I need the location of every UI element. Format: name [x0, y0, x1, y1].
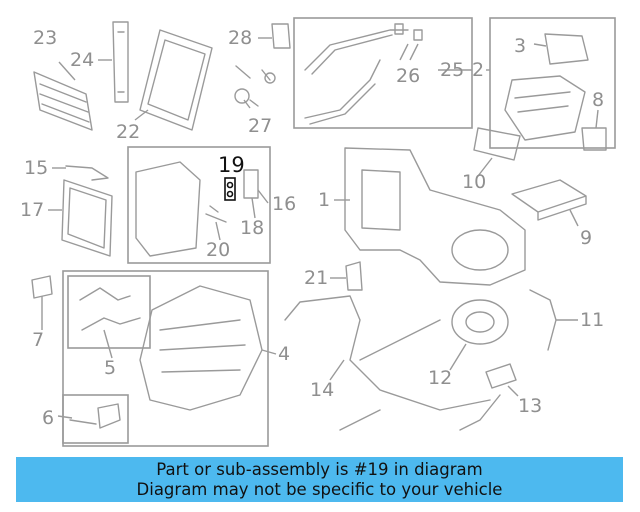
callout-labels: 23 24 22 28 27 26 25 2 3 8 10 9 1 15 17 … [20, 27, 604, 429]
callout-20: 20 [206, 239, 230, 261]
group-box-2 [489, 17, 616, 149]
part-27-hardware [234, 65, 276, 107]
callout-16: 16 [272, 193, 296, 215]
callout-4: 4 [278, 343, 290, 365]
callout-12: 12 [428, 367, 452, 389]
group-box-6 [62, 394, 129, 444]
callout-17: 17 [20, 199, 44, 221]
callout-24: 24 [70, 49, 94, 71]
part-15-sensor [65, 165, 109, 181]
callout-18: 18 [240, 217, 264, 239]
leader-lines [41, 37, 599, 419]
callout-23: 23 [33, 27, 57, 49]
callout-22: 22 [116, 121, 140, 143]
part-28-clip [271, 23, 291, 49]
info-banner: Part or sub-assembly is #19 in diagram D… [16, 457, 623, 502]
part-12-blower-motor [451, 299, 509, 345]
callout-19: 19 [218, 153, 245, 177]
part-4-distribution-housing [139, 285, 263, 411]
group-box-16 [127, 146, 271, 264]
part-7-bracket [31, 275, 53, 299]
part-16-control-module [135, 161, 201, 257]
part-2-actuator-housing [504, 75, 586, 141]
part-20-screw [205, 205, 227, 223]
callout-26: 26 [396, 65, 420, 87]
banner-line-1: Part or sub-assembly is #19 in diagram [156, 459, 483, 479]
callout-25: 25 [440, 59, 464, 81]
callout-10: 10 [462, 171, 486, 193]
group-box-5 [67, 275, 151, 349]
callout-21: 21 [304, 267, 328, 289]
group-box-4 [62, 270, 269, 447]
part-17-frame [61, 179, 113, 257]
part-24-bracket [112, 21, 129, 103]
callout-2: 2 [472, 59, 484, 81]
callout-13: 13 [518, 395, 542, 417]
callout-14: 14 [310, 379, 334, 401]
part-13-resistor [485, 363, 517, 389]
part-22-evaporator [139, 29, 213, 131]
callout-7: 7 [32, 329, 44, 351]
part-6-motor [69, 403, 121, 429]
callout-1: 1 [318, 189, 330, 211]
callout-11: 11 [580, 309, 604, 331]
callout-8: 8 [592, 89, 604, 111]
part-19-highlighted [224, 177, 236, 201]
callout-9: 9 [580, 227, 592, 249]
part-10-flap [473, 127, 521, 161]
part-8-actuator [581, 127, 607, 151]
callout-27: 27 [248, 115, 272, 137]
part-25-26-ac-lines [304, 23, 423, 125]
callout-5: 5 [104, 357, 116, 379]
parts-diagram: 23 24 22 28 27 26 25 2 3 8 10 9 1 15 17 … [20, 17, 616, 447]
part-9-cabin-filter [511, 179, 587, 221]
part-3-seal [544, 33, 589, 65]
banner-line-2: Diagram may not be specific to your vehi… [136, 479, 503, 499]
part-21-grommet [345, 261, 363, 291]
group-box-22-28 [293, 17, 473, 129]
part-18-connector [243, 169, 259, 199]
callout-15: 15 [24, 157, 48, 179]
callout-3: 3 [514, 35, 526, 57]
part-23-heater-core [33, 71, 93, 131]
part-11-hose [529, 289, 557, 351]
callout-6: 6 [42, 407, 54, 429]
callout-28: 28 [228, 27, 252, 49]
part-5-linkage [79, 287, 141, 331]
part-14-wiring-harness [284, 295, 501, 431]
part-1-hvac-housing [344, 147, 526, 286]
